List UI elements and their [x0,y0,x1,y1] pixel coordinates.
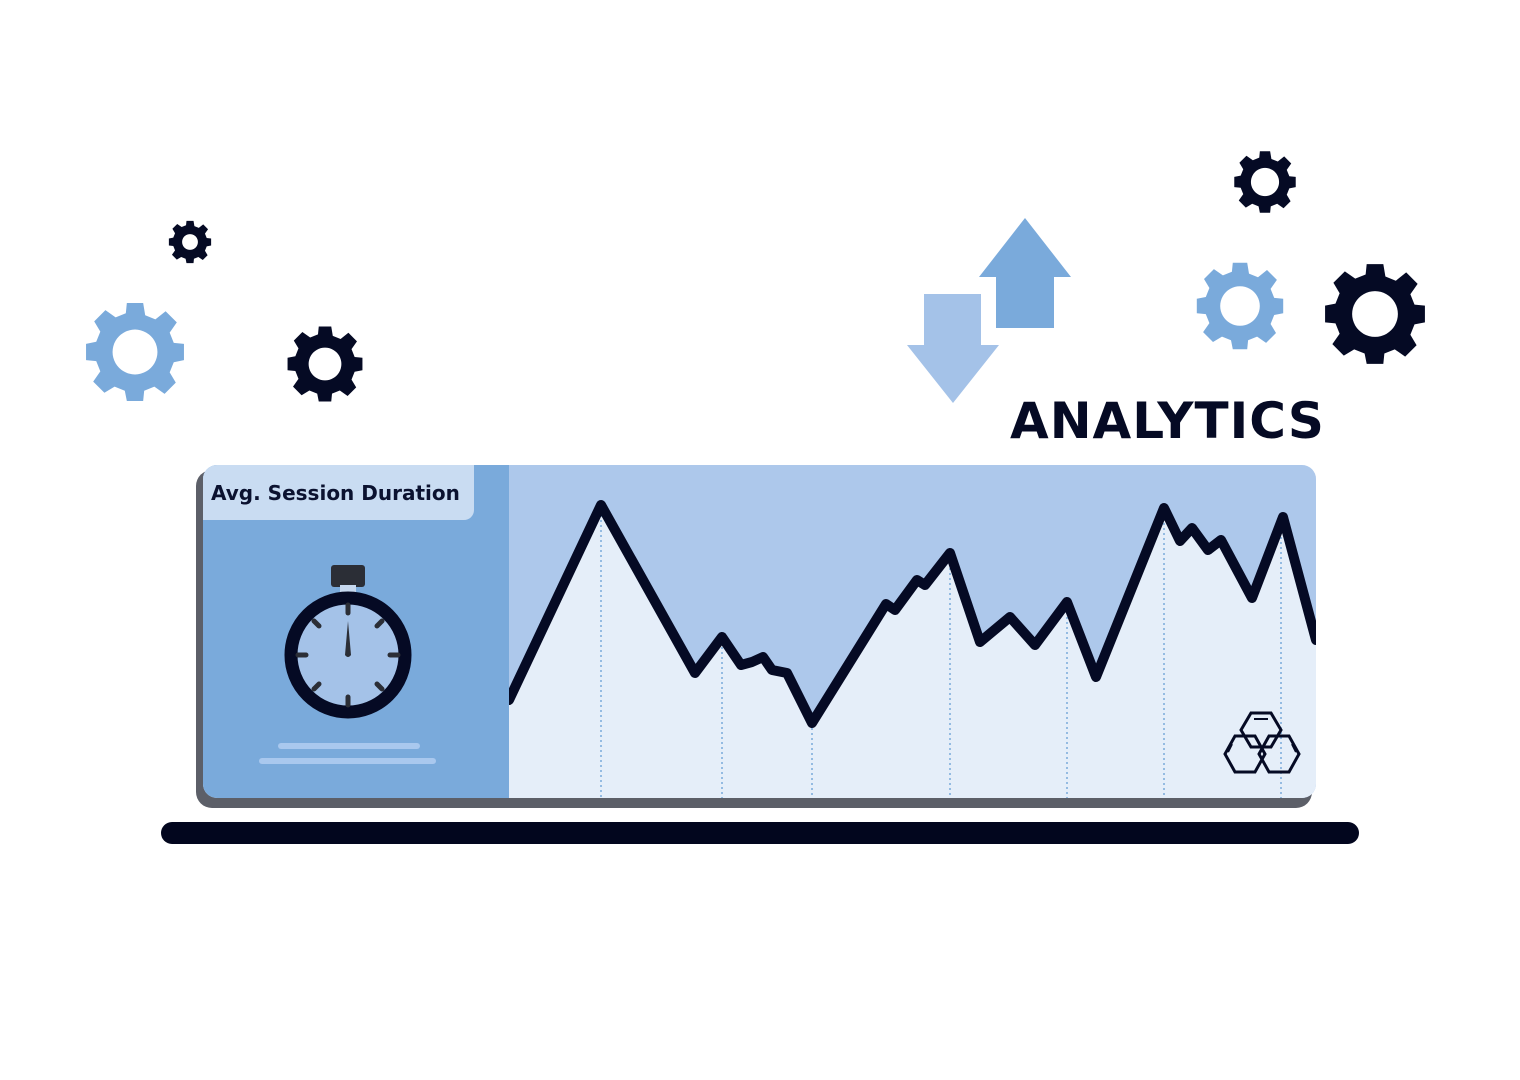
arrow-up-icon [977,217,1073,329]
gear-icon [286,325,364,403]
arrow-down-icon [905,293,1001,405]
gear-icon [1233,150,1297,214]
page-title: ANALYTICS [1010,392,1325,450]
hexagon-network-icon [1223,710,1305,782]
placeholder-line [259,758,436,764]
metric-label-tab: Avg. Session Duration [203,465,474,520]
ground-bar [161,822,1359,844]
metric-card: Avg. Session Duration [203,465,509,798]
placeholder-line [278,743,420,749]
gear-icon [168,220,212,264]
gear-shape [168,220,212,264]
gear-icon [1195,261,1285,351]
chart-area-fill [509,505,1316,798]
gear-icon [84,301,186,403]
analytics-panel: Avg. Session Duration [203,465,1316,798]
metric-label: Avg. Session Duration [211,480,460,505]
stopwatch-icon [283,563,413,723]
chart-line [509,500,1316,728]
line-chart [509,465,1316,798]
gear-icon [1323,262,1427,366]
